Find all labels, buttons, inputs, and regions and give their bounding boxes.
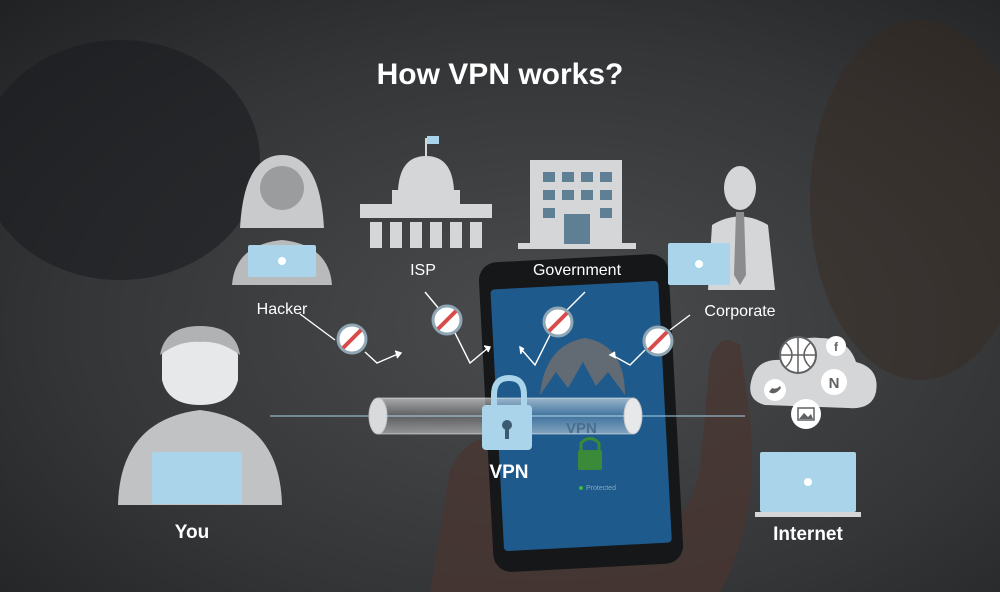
page-title: How VPN works? bbox=[0, 58, 1000, 92]
hacker-label: Hacker bbox=[243, 301, 321, 319]
blocked-icon-government bbox=[544, 308, 572, 336]
blocked-icon-isp bbox=[433, 306, 461, 334]
vpn-label: VPN bbox=[474, 462, 544, 484]
government-label: Government bbox=[520, 262, 634, 280]
phone-status-dot bbox=[579, 486, 583, 490]
you-label: You bbox=[160, 522, 224, 544]
phone-status-label: Protected bbox=[586, 485, 616, 492]
blocked-icon-corporate bbox=[644, 327, 672, 355]
svg-text:N: N bbox=[829, 375, 840, 392]
corporate-label: Corporate bbox=[695, 303, 785, 321]
government-building-icon bbox=[518, 160, 636, 249]
internet-label: Internet bbox=[760, 524, 856, 546]
phone-vpn-label: VPN bbox=[566, 420, 597, 437]
internet-laptop-icon bbox=[755, 452, 861, 517]
isp-label: ISP bbox=[398, 262, 448, 280]
blocked-icon-hacker bbox=[338, 325, 366, 353]
image-icon bbox=[791, 399, 821, 429]
